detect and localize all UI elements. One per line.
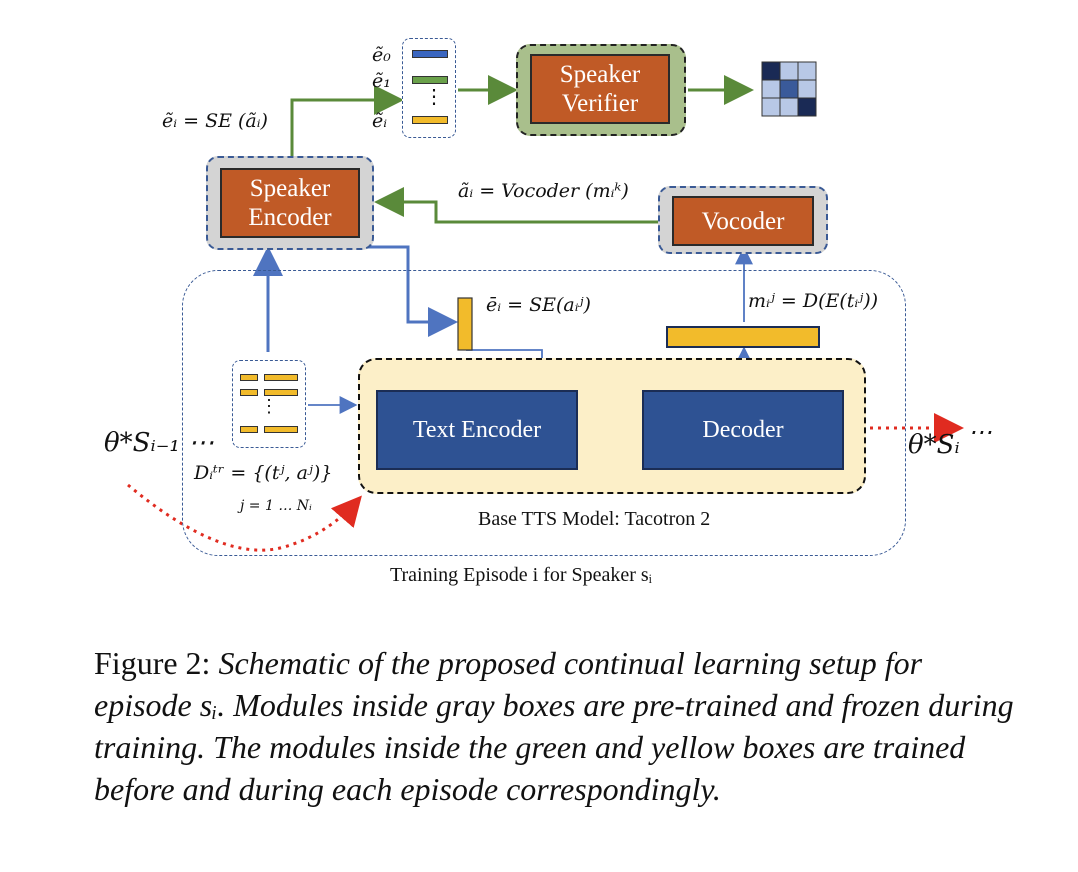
dataset-row-2a xyxy=(240,389,258,396)
label-e1: ẽ₁ xyxy=(372,70,391,92)
arrow-encoder-to-mean xyxy=(364,245,458,337)
label-mean-embedding-eq: ēᵢ = SE(aᵢʲ) xyxy=(486,294,591,316)
label-ei: ẽᵢ xyxy=(372,110,388,132)
decoder-node: Decoder xyxy=(642,390,844,470)
similarity-matrix xyxy=(761,61,817,117)
dataset-row-1b xyxy=(264,374,298,381)
label-vocoder-eq: ãᵢ = Vocoder (mᵢᵏ) xyxy=(458,180,629,202)
dataset-row-1a xyxy=(240,374,258,381)
caption-prefix: Figure 2: xyxy=(94,645,211,681)
label-base-tts-model: Base TTS Model: Tacotron 2 xyxy=(478,508,711,530)
label-mel-eq: mᵢʲ = D(E(tᵢʲ)) xyxy=(748,290,879,312)
mean-embedding-bar xyxy=(457,297,473,351)
vocoder-node: Vocoder xyxy=(672,196,814,246)
label-theta-curr: θ*Sᵢ xyxy=(908,430,960,460)
diagram-canvas xyxy=(127,61,964,552)
label-dataset-eq: Dᵢᵗʳ = {(tʲ, aʲ)} xyxy=(194,462,333,484)
embedding-dots: ⋮ xyxy=(424,86,444,108)
dataset-row-nb xyxy=(264,426,298,433)
label-theta-prev: θ*Sᵢ₋₁ ⋯ xyxy=(104,428,215,458)
caption-text: Schematic of the proposed continual lear… xyxy=(94,645,1014,807)
embedding-bar-0 xyxy=(412,50,448,58)
speaker-encoder-node: Speaker Encoder xyxy=(220,168,360,238)
label-ellipsis-right: ⋯ xyxy=(968,418,992,446)
label-speaker-embedding-eq: ẽᵢ = SE (ãᵢ) xyxy=(162,110,268,132)
embedding-bar-1 xyxy=(412,76,448,84)
text-encoder-node: Text Encoder xyxy=(376,390,578,470)
label-dataset-range: j = 1 … Nᵢ xyxy=(240,498,312,514)
arrow-encoder-to-embeddings xyxy=(290,85,404,158)
dataset-row-2b xyxy=(264,389,298,396)
arrow-vocoder-to-encoder xyxy=(374,187,658,224)
label-training-episode: Training Episode i for Speaker sᵢ xyxy=(390,564,652,586)
mel-spectrogram-bar xyxy=(666,326,820,348)
dataset-row-na xyxy=(240,426,258,433)
training-episode-frame xyxy=(182,270,906,556)
embedding-bar-i xyxy=(412,116,448,124)
label-e0: ẽ₀ xyxy=(372,44,391,66)
speaker-verifier-node: Speaker Verifier xyxy=(530,54,670,124)
dataset-dots: ⋮ xyxy=(260,396,278,416)
figure-caption: Figure 2: Schematic of the proposed cont… xyxy=(94,642,1019,810)
